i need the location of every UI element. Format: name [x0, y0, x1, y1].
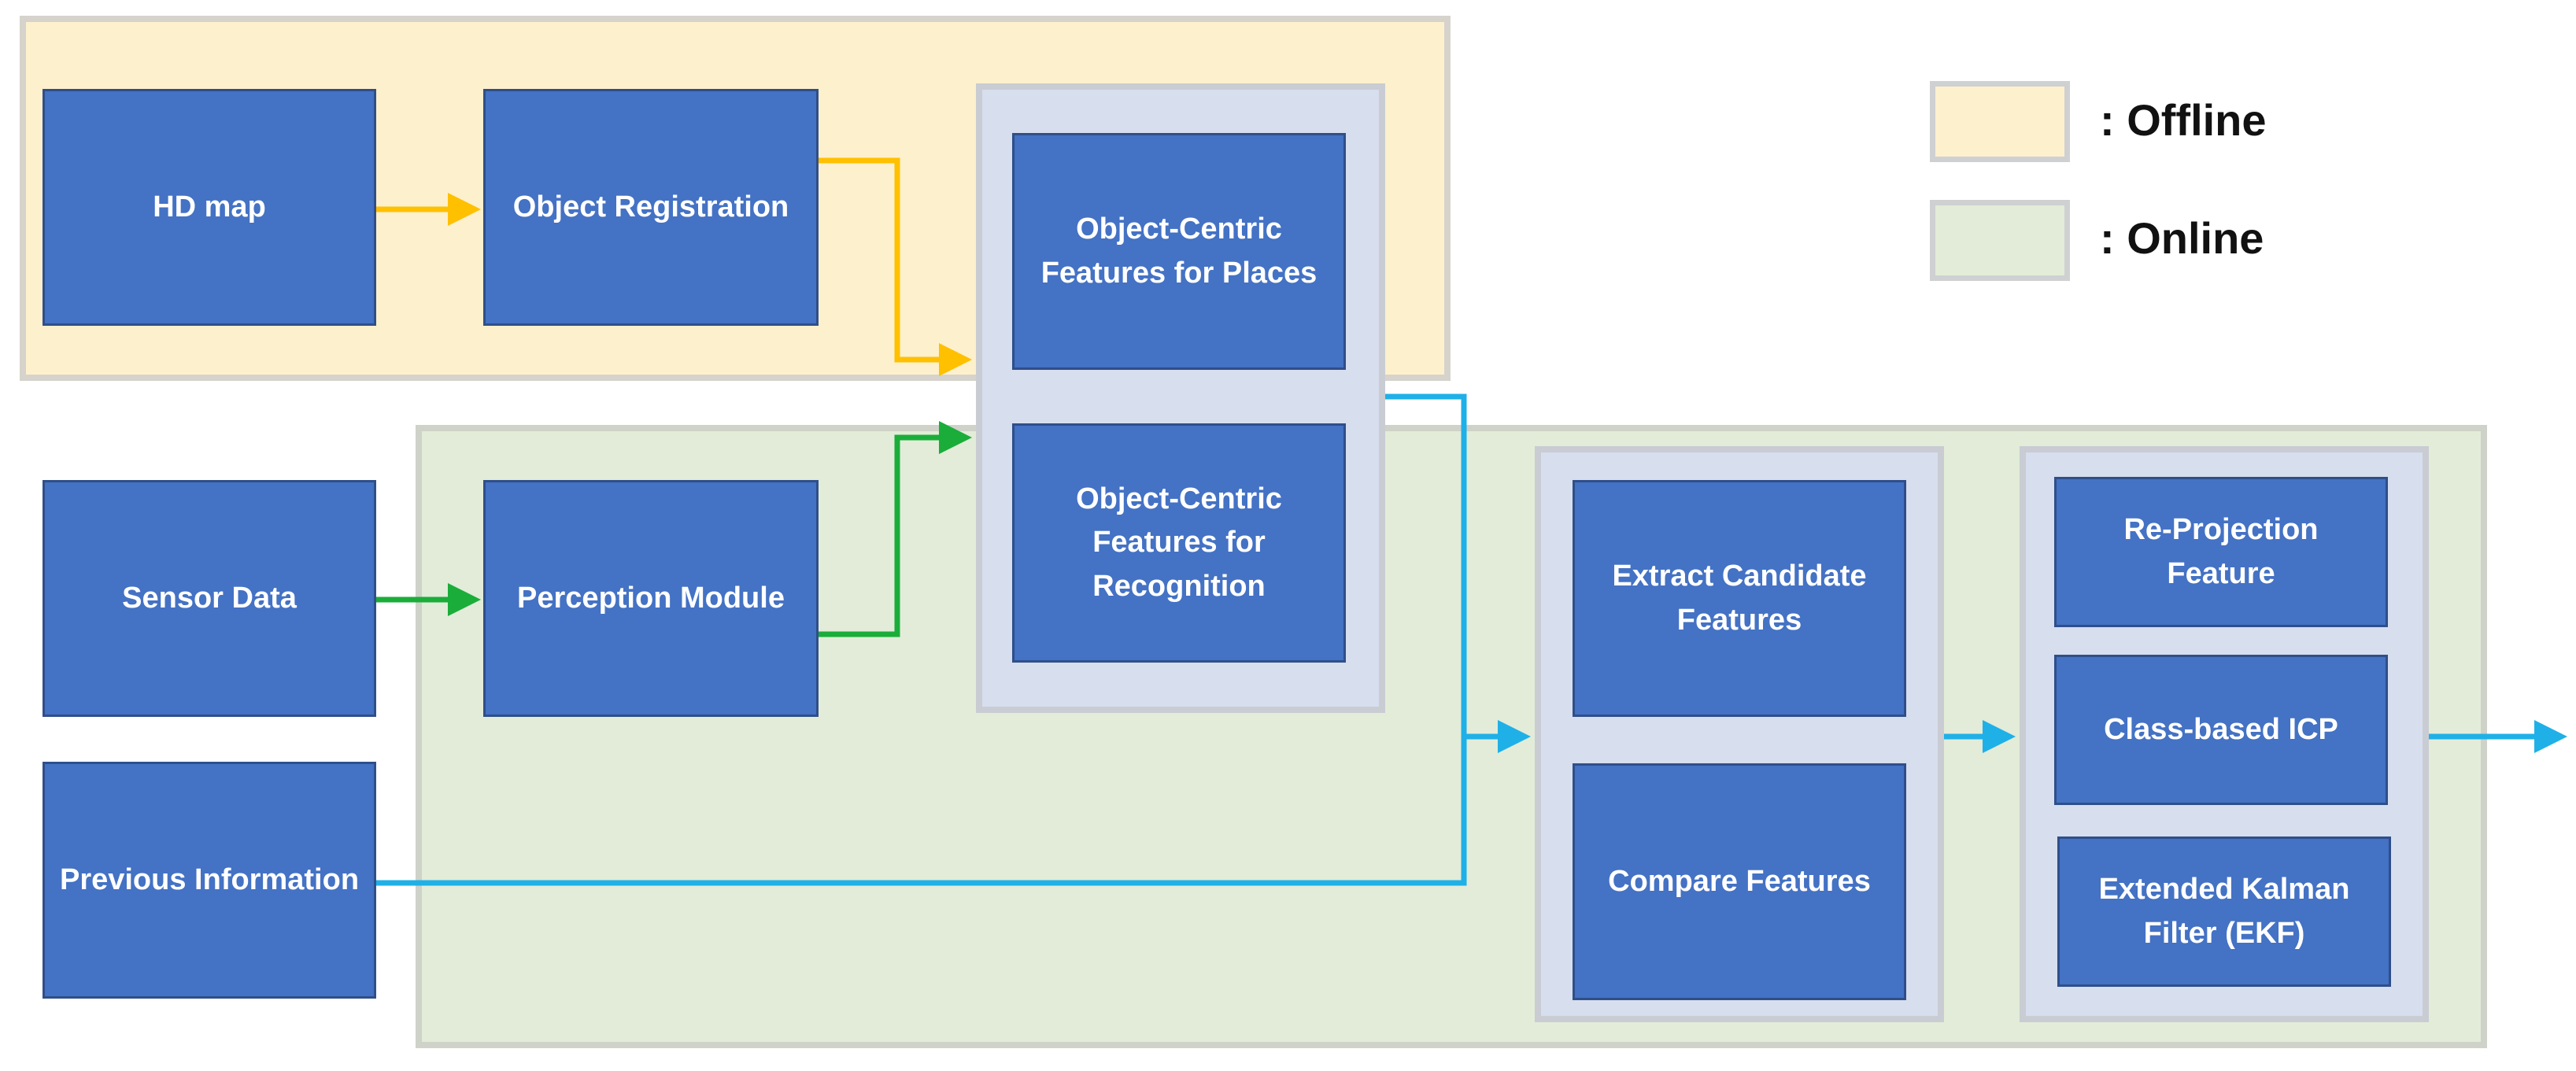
reprojection-feature-node: Re-Projection Feature: [2054, 477, 2388, 627]
ekf-label: Extended Kalman Filter (EKF): [2098, 873, 2350, 950]
class-based-icp-node: Class-based ICP: [2054, 655, 2388, 805]
sensor-data-node: Sensor Data: [43, 480, 376, 717]
arrow-perception-to-recognition: [819, 421, 972, 637]
hd-map-node: HD map: [43, 89, 376, 326]
object-registration-node: Object Registration: [483, 89, 819, 326]
perception-module-label: Perception Module: [517, 581, 785, 615]
ekf-node: Extended Kalman Filter (EKF): [2057, 836, 2391, 987]
previous-information-node: Previous Information: [43, 762, 376, 999]
hd-map-label: HD map: [153, 190, 266, 223]
legend-online-swatch: [1930, 200, 2070, 281]
compare-features-node: Compare Features: [1573, 763, 1906, 1000]
class-based-icp-label: Class-based ICP: [2104, 712, 2338, 746]
arrow-features-to-extract: [1385, 393, 1531, 753]
legend-offline-swatch: [1930, 81, 2070, 162]
sensor-data-label: Sensor Data: [122, 581, 297, 615]
perception-module-node: Perception Module: [483, 480, 819, 717]
extract-candidate-features-node: Extract Candidate Features: [1573, 480, 1906, 717]
features-for-places-label: Object-Centric Features for Places: [1040, 212, 1318, 290]
arrow-registration-to-places: [819, 157, 972, 376]
compare-features-label: Compare Features: [1608, 864, 1871, 898]
arrow-previous-info-to-merge: [376, 737, 1467, 886]
features-for-recognition-node: Object-Centric Features for Recognition: [1012, 423, 1346, 663]
legend-online-label: : Online: [2100, 213, 2264, 263]
features-for-recognition-label: Object-Centric Features for Recognition: [1076, 482, 1282, 603]
previous-information-label: Previous Information: [59, 862, 360, 896]
legend-offline-label: : Offline: [2100, 95, 2267, 145]
features-for-places-node: Object-Centric Features for Places: [1012, 133, 1346, 370]
reprojection-feature-label: Re-Projection Feature: [2123, 513, 2319, 590]
object-registration-label: Object Registration: [512, 190, 789, 223]
extract-candidate-features-label: Extract Candidate Features: [1612, 560, 1867, 637]
